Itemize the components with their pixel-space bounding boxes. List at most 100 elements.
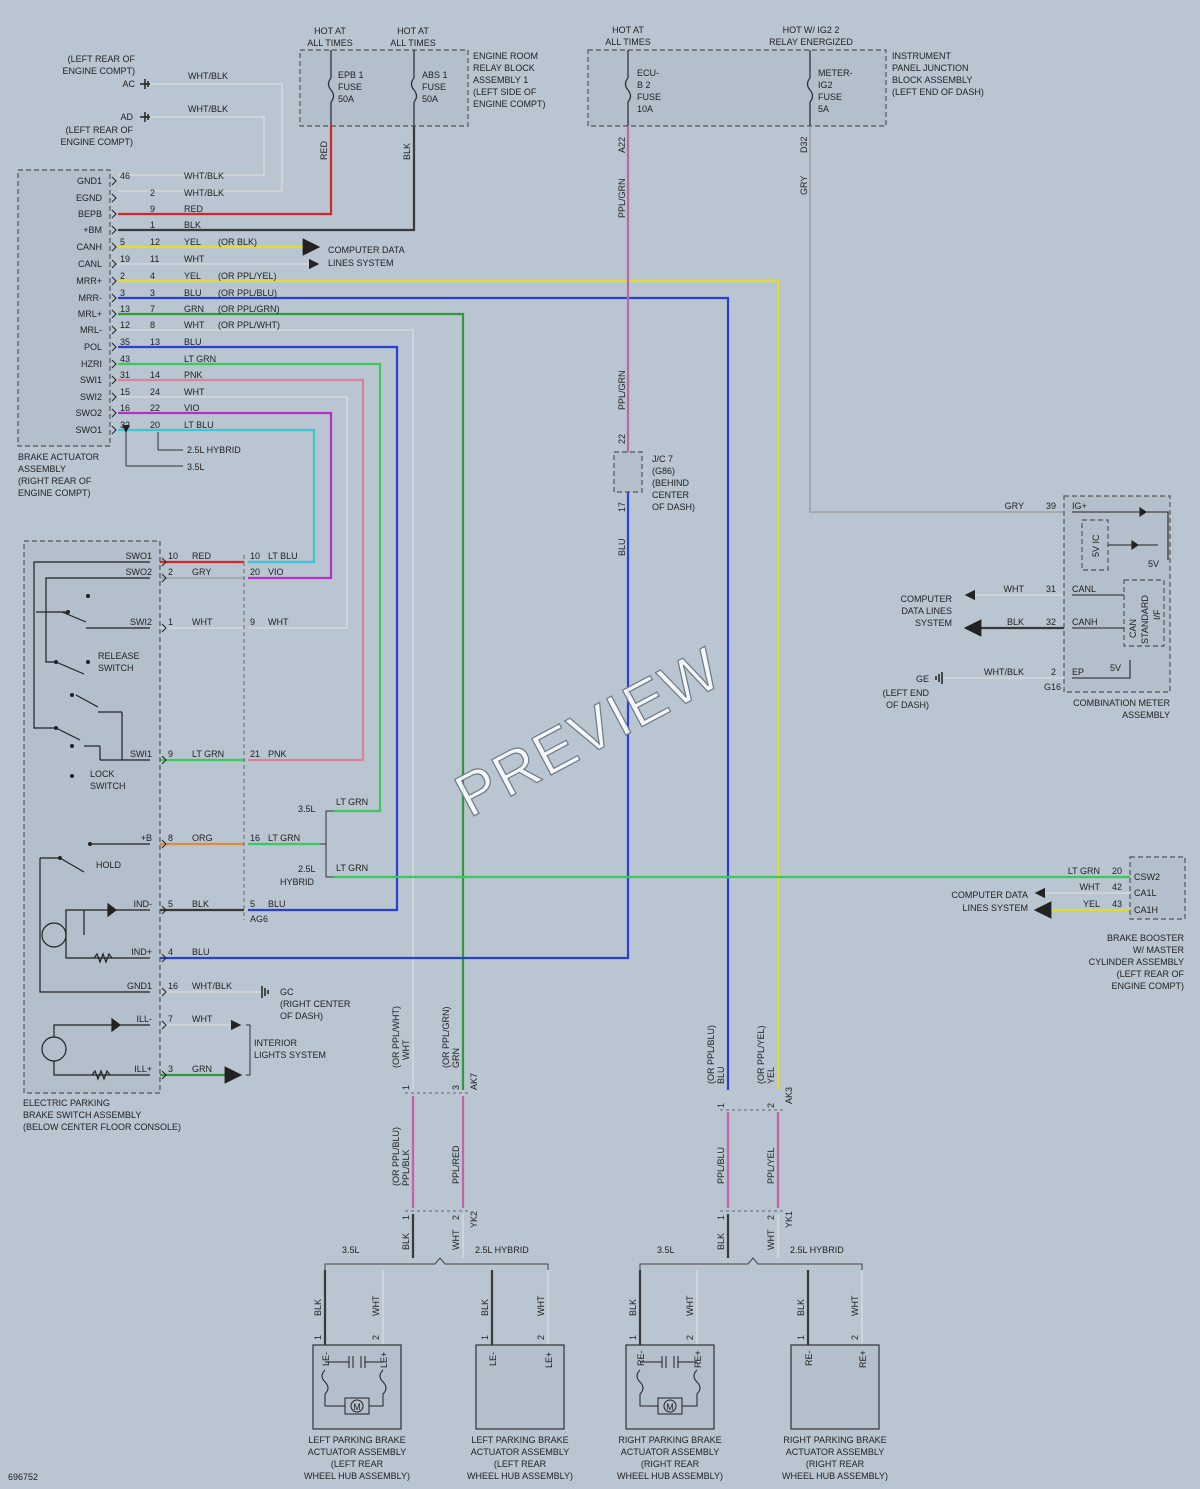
wire-wht xyxy=(118,396,348,629)
wire-color-label: YEL xyxy=(184,237,201,247)
wire-color-label: BLU xyxy=(268,899,286,909)
meter-terminal: IG+ xyxy=(1072,501,1087,511)
hot-label: HOT AT xyxy=(612,25,644,35)
wire-color-label: PPL/RED xyxy=(451,1145,461,1184)
switch-box xyxy=(23,540,161,1094)
pin-label: 1 xyxy=(401,1085,411,1090)
pin-label: 13 xyxy=(120,304,130,314)
wire-color-label: (OR PPL/BLU) xyxy=(706,1025,716,1084)
booster-name: CYLINDER ASSEMBLY xyxy=(1089,957,1184,967)
actuator-motor-name: (LEFT REAR xyxy=(494,1459,547,1469)
pin-label: 1 xyxy=(168,617,173,627)
wires xyxy=(118,83,1130,1345)
pin-label: 2 xyxy=(850,1335,860,1340)
connector-pin-icon xyxy=(111,342,117,352)
wire-color-label: WHT xyxy=(1004,584,1025,594)
actuator-motor-name: WHEEL HUB ASSEMBLY) xyxy=(617,1471,723,1481)
pin-label: 1 xyxy=(150,220,155,230)
motor-terminal: RE+ xyxy=(858,1350,868,1368)
wire-color-label: PPL/YEL xyxy=(766,1147,776,1184)
fuse-icon xyxy=(806,77,814,103)
motor-terminal: RE+ xyxy=(693,1350,703,1368)
hot-label: HOT AT xyxy=(397,26,429,36)
pin-label: 2 xyxy=(120,271,125,281)
wire-color-label: (OR PPL/WHT) xyxy=(391,1006,401,1068)
meter-cdl-label: SYSTEM xyxy=(915,618,952,628)
switch-terminal: SWO1 xyxy=(125,551,152,561)
wire-color-label: PNK xyxy=(268,749,287,759)
switch-terminal: +B xyxy=(141,833,152,843)
lock-switch-label: LOCK xyxy=(90,769,115,779)
motor-icon xyxy=(663,1399,677,1413)
fuse-label: EPB 1 xyxy=(338,70,364,80)
wire-color-label: WHT/BLK xyxy=(192,981,232,991)
release-switch-label: RELEASE xyxy=(98,651,140,661)
pin-label: 9 xyxy=(168,749,173,759)
connector-label: AK3 xyxy=(784,1087,794,1104)
actuator-name: (RIGHT REAR OF xyxy=(18,476,92,486)
jc7-name: J/C 7 xyxy=(652,454,673,464)
connector-pin-icon xyxy=(111,359,117,369)
pin-label: 31 xyxy=(120,370,130,380)
harness-right: BLU (OR PPL/BLU) YEL (OR PPL/YEL) 1 2 AK… xyxy=(657,1025,844,1255)
switch-name: ELECTRIC PARKING xyxy=(23,1098,110,1108)
meter-ic-label: 5V IC xyxy=(1091,534,1101,557)
actuator-terminal: +BM xyxy=(83,225,102,235)
switch-contact-dots xyxy=(54,594,92,860)
actuator-motor-name: (RIGHT REAR xyxy=(806,1459,865,1469)
wire-color-label: WHT xyxy=(401,1039,411,1060)
pin-label: 8 xyxy=(150,320,155,330)
actuator-terminal: MRR+ xyxy=(76,276,102,286)
pin-label: 20 xyxy=(1112,866,1122,876)
meter-name: COMBINATION METER xyxy=(1073,698,1170,708)
pin-label: 3 xyxy=(451,1085,461,1090)
fuse-icon xyxy=(624,77,632,103)
connector-pin-icon xyxy=(111,325,117,335)
pin-label: 42 xyxy=(1112,882,1122,892)
pin-label: 9 xyxy=(250,617,255,627)
wire-color-label: LT GRN xyxy=(336,797,368,807)
actuator-terminal: GND1 xyxy=(77,176,102,186)
wire-color-label: BLU xyxy=(716,1066,726,1084)
booster-box xyxy=(1129,856,1186,920)
wire-color-label: WHT xyxy=(766,1229,776,1250)
variant-label: 2.5L HYBRID xyxy=(475,1245,529,1255)
actuator-terminal: EGND xyxy=(76,193,103,203)
pin-label: 32 xyxy=(120,420,130,430)
wire-color-label: WHT xyxy=(184,320,205,330)
actuator-terminal: MRL- xyxy=(80,325,102,335)
fuse-label: FUSE xyxy=(818,92,842,102)
pin-label: 32 xyxy=(1046,617,1056,627)
connector-pin-icon xyxy=(161,953,167,963)
fuse-label: ABS 1 xyxy=(422,70,448,80)
pin-label: 3 xyxy=(150,288,155,298)
wire-color-label: GRY xyxy=(799,176,809,195)
fuse-label: 5A xyxy=(818,104,829,114)
wire-color-label: LT BLU xyxy=(184,420,214,430)
booster-cdl-label: COMPUTER DATA xyxy=(951,890,1028,900)
engine-relay-name: (LEFT SIDE OF xyxy=(473,87,537,97)
wire-color-label: PPL/BLU xyxy=(716,1147,726,1184)
meter-cdl-label: DATA LINES xyxy=(901,606,952,616)
wire-color-label: LT BLU xyxy=(268,551,298,561)
pin-label: 2 xyxy=(150,188,155,198)
wire-color-label: BLU xyxy=(184,288,202,298)
connector-pin-icon xyxy=(161,905,167,915)
wire-color-label: GRY xyxy=(192,567,211,577)
pin-label: 31 xyxy=(1046,584,1056,594)
actuator-motor-box xyxy=(790,1344,880,1430)
meter-can-label: I/F xyxy=(1152,609,1162,620)
meter-cdl-label: COMPUTER xyxy=(901,594,953,604)
coil-icon xyxy=(636,1369,701,1407)
actuator-terminal: SWI1 xyxy=(80,375,102,385)
connector-pin-icon xyxy=(161,1070,167,1080)
wire-color-label: LT GRN xyxy=(184,354,216,364)
actuator-motor-name: ACTUATOR ASSEMBLY xyxy=(471,1447,570,1457)
junction-connector-jc7: 22 17 PPL/GRN BLU J/C 7 (G86) (BEHIND CE… xyxy=(613,370,695,556)
ipjb-name: PANEL JUNCTION xyxy=(892,63,969,73)
wire-color-label: BLK xyxy=(313,1299,323,1316)
pin-label: 24 xyxy=(150,387,160,397)
wire-vio xyxy=(118,411,333,580)
